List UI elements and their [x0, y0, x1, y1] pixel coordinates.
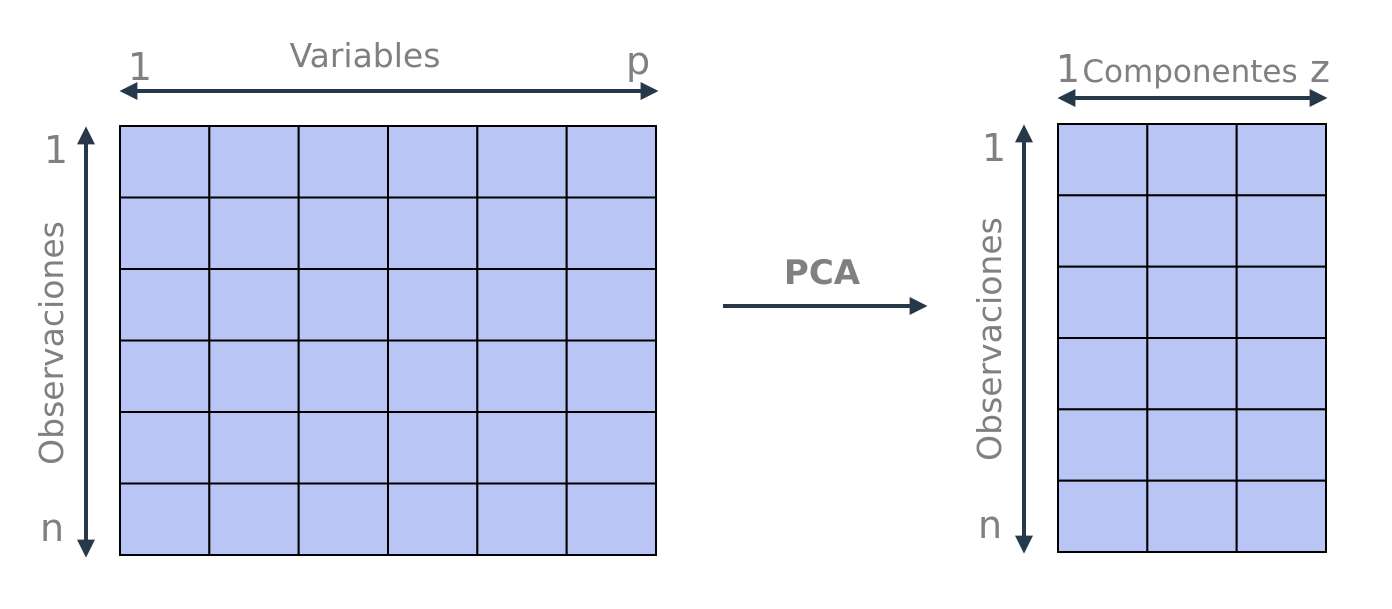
input-cell-r1-c5 [476, 125, 568, 199]
output-col-start-label: 1 [1056, 47, 1080, 91]
input-cell-r2-c4 [387, 196, 479, 270]
input-cell-r2-c6 [565, 196, 657, 270]
input-cell-r3-c4 [387, 268, 479, 342]
input-row-start-label: 1 [44, 128, 68, 172]
input-cell-r5-c5 [476, 411, 568, 485]
input-cell-r3-c3 [297, 268, 390, 342]
output-col-end-label: z [1310, 47, 1330, 91]
output-cell-r6-c3 [1235, 479, 1328, 554]
output-cell-r2-c1 [1057, 194, 1149, 268]
input-row-end-label: n [40, 506, 64, 550]
input-cell-r4-c5 [476, 339, 568, 413]
input-cell-r5-c4 [387, 411, 479, 485]
input-cell-r3-c2 [208, 268, 300, 342]
input-cell-r2-c2 [208, 196, 300, 270]
output-cell-r5-c2 [1146, 408, 1238, 482]
input-col-end-label: p [626, 39, 650, 83]
input-cell-r4-c1 [119, 339, 211, 413]
output-cell-r1-c2 [1146, 123, 1238, 197]
input-cell-r4-c3 [297, 339, 390, 413]
input-cell-r2-c1 [119, 196, 211, 270]
input-row-axis-label: Observaciones [32, 221, 71, 465]
input-cell-r4-c2 [208, 339, 300, 413]
output-col-axis-label: Componentes [1082, 54, 1297, 90]
output-cell-r4-c3 [1235, 337, 1328, 411]
input-cell-r4-c6 [565, 339, 657, 413]
input-cell-r3-c1 [119, 268, 211, 342]
input-cell-r3-c5 [476, 268, 568, 342]
input-matrix: 1 Variables p 1 Observaciones n [32, 36, 659, 558]
output-row-end-label: n [978, 503, 1002, 547]
input-cell-r1-c1 [119, 125, 211, 199]
input-cell-r1-c4 [387, 125, 479, 199]
input-cell-r6-c5 [476, 482, 568, 556]
input-cell-r6-c2 [208, 482, 300, 556]
input-cell-r5-c1 [119, 411, 211, 485]
input-col-start-label: 1 [128, 45, 152, 89]
output-cell-r4-c2 [1146, 337, 1238, 411]
output-cell-r6-c2 [1146, 479, 1238, 554]
output-cell-r2-c3 [1235, 194, 1328, 268]
output-row-axis-label: Observaciones [970, 217, 1009, 461]
input-cell-r5-c2 [208, 411, 300, 485]
input-cell-r2-c3 [297, 196, 390, 270]
output-cell-r3-c3 [1235, 265, 1328, 340]
output-cell-r1-c1 [1057, 123, 1149, 197]
output-cell-r6-c1 [1057, 479, 1149, 554]
pca-label: PCA [784, 253, 861, 293]
input-matrix-grid [119, 125, 657, 556]
output-matrix: 1 Componentes z 1 Observaciones n [970, 47, 1330, 554]
output-cell-r4-c1 [1057, 337, 1149, 411]
input-cell-r6-c4 [387, 482, 479, 556]
input-cell-r4-c4 [387, 339, 479, 413]
input-col-axis-label: Variables [290, 36, 441, 75]
output-matrix-grid [1057, 123, 1328, 554]
pca-transform: PCA [723, 253, 928, 315]
input-cell-r5-c3 [297, 411, 390, 485]
output-cell-r3-c1 [1057, 265, 1149, 340]
output-cell-r3-c2 [1146, 265, 1238, 340]
input-cell-r1-c3 [297, 125, 390, 199]
input-cell-r5-c6 [565, 411, 657, 485]
output-row-start-label: 1 [982, 126, 1006, 170]
input-cell-r6-c6 [565, 482, 657, 556]
input-cell-r2-c5 [476, 196, 568, 270]
input-cell-r1-c6 [565, 125, 657, 199]
output-cell-r2-c2 [1146, 194, 1238, 268]
output-cell-r5-c3 [1235, 408, 1328, 482]
output-cell-r1-c3 [1235, 123, 1328, 197]
input-cell-r3-c6 [565, 268, 657, 342]
output-cell-r5-c1 [1057, 408, 1149, 482]
input-cell-r6-c3 [297, 482, 390, 556]
input-cell-r6-c1 [119, 482, 211, 556]
input-cell-r1-c2 [208, 125, 300, 199]
